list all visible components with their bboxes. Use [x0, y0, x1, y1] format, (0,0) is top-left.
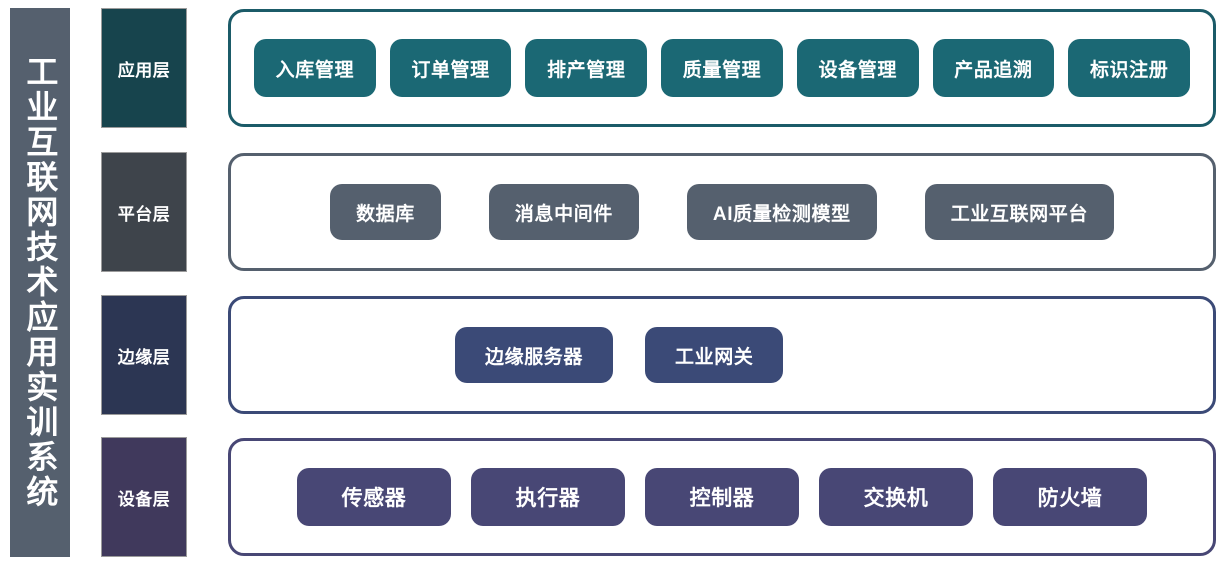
layer-container-edge: 边缘服务器 工业网关	[228, 296, 1216, 414]
layer-container-application: 入库管理 订单管理 排产管理 质量管理 设备管理 产品追溯 标识注册	[228, 9, 1216, 127]
layer-label-text-device: 设备层	[117, 489, 171, 509]
module-shujuku[interactable]: 数据库	[330, 184, 441, 240]
layer-container-platform: 数据库 消息中间件 AI质量检测模型 工业互联网平台	[228, 153, 1216, 271]
module-biaoshi-zhuce[interactable]: 标识注册	[1068, 39, 1191, 97]
layer-row-application: 应用层 入库管理 订单管理 排产管理 质量管理 设备管理 产品追溯 标识注册	[0, 8, 1226, 128]
layer-label-platform: 平台层	[101, 152, 187, 272]
module-shebei-guanli[interactable]: 设备管理	[796, 39, 919, 97]
module-gongye-hulianwang-pingtai[interactable]: 工业互联网平台	[924, 184, 1114, 240]
module-fanghuoqiang[interactable]: 防火墙	[993, 468, 1147, 526]
module-bianyuan-fuwuqi[interactable]: 边缘服务器	[455, 327, 614, 383]
module-xiaoxi-zhongjianjian[interactable]: 消息中间件	[488, 184, 639, 240]
layer-row-platform: 平台层 数据库 消息中间件 AI质量检测模型 工业互联网平台	[0, 152, 1226, 272]
module-kongzhiqi[interactable]: 控制器	[645, 468, 799, 526]
module-paichan-guanli[interactable]: 排产管理	[525, 39, 648, 97]
layer-label-text-platform: 平台层	[117, 204, 171, 224]
module-ruku-guanli[interactable]: 入库管理	[253, 39, 376, 97]
system-title-text: 工业互联网技术应用实训系统	[22, 55, 59, 510]
module-chanpin-zhuisu[interactable]: 产品追溯	[932, 39, 1055, 97]
module-zhixingqi[interactable]: 执行器	[471, 468, 625, 526]
module-gongye-wangguan[interactable]: 工业网关	[645, 327, 784, 383]
system-title-bar: 工业互联网技术应用实训系统	[10, 8, 70, 557]
module-dingdan-guanli[interactable]: 订单管理	[389, 39, 512, 97]
module-ai-zhiliang-jiance-moxing[interactable]: AI质量检测模型	[686, 184, 877, 240]
layer-container-device: 传感器 执行器 控制器 交换机 防火墙	[228, 438, 1216, 556]
module-chuanganqi[interactable]: 传感器	[297, 468, 451, 526]
layer-label-text-edge: 边缘层	[117, 347, 171, 367]
module-zhiliang-guanli[interactable]: 质量管理	[661, 39, 783, 97]
layer-label-application: 应用层	[101, 8, 187, 128]
layer-row-device: 设备层 传感器 执行器 控制器 交换机 防火墙	[0, 437, 1226, 557]
layer-label-edge: 边缘层	[101, 295, 187, 415]
layer-label-text-application: 应用层	[117, 60, 171, 80]
module-jiaohuanji[interactable]: 交换机	[819, 468, 973, 526]
layer-row-edge: 边缘层 边缘服务器 工业网关	[0, 295, 1226, 415]
layer-label-device: 设备层	[101, 437, 187, 557]
